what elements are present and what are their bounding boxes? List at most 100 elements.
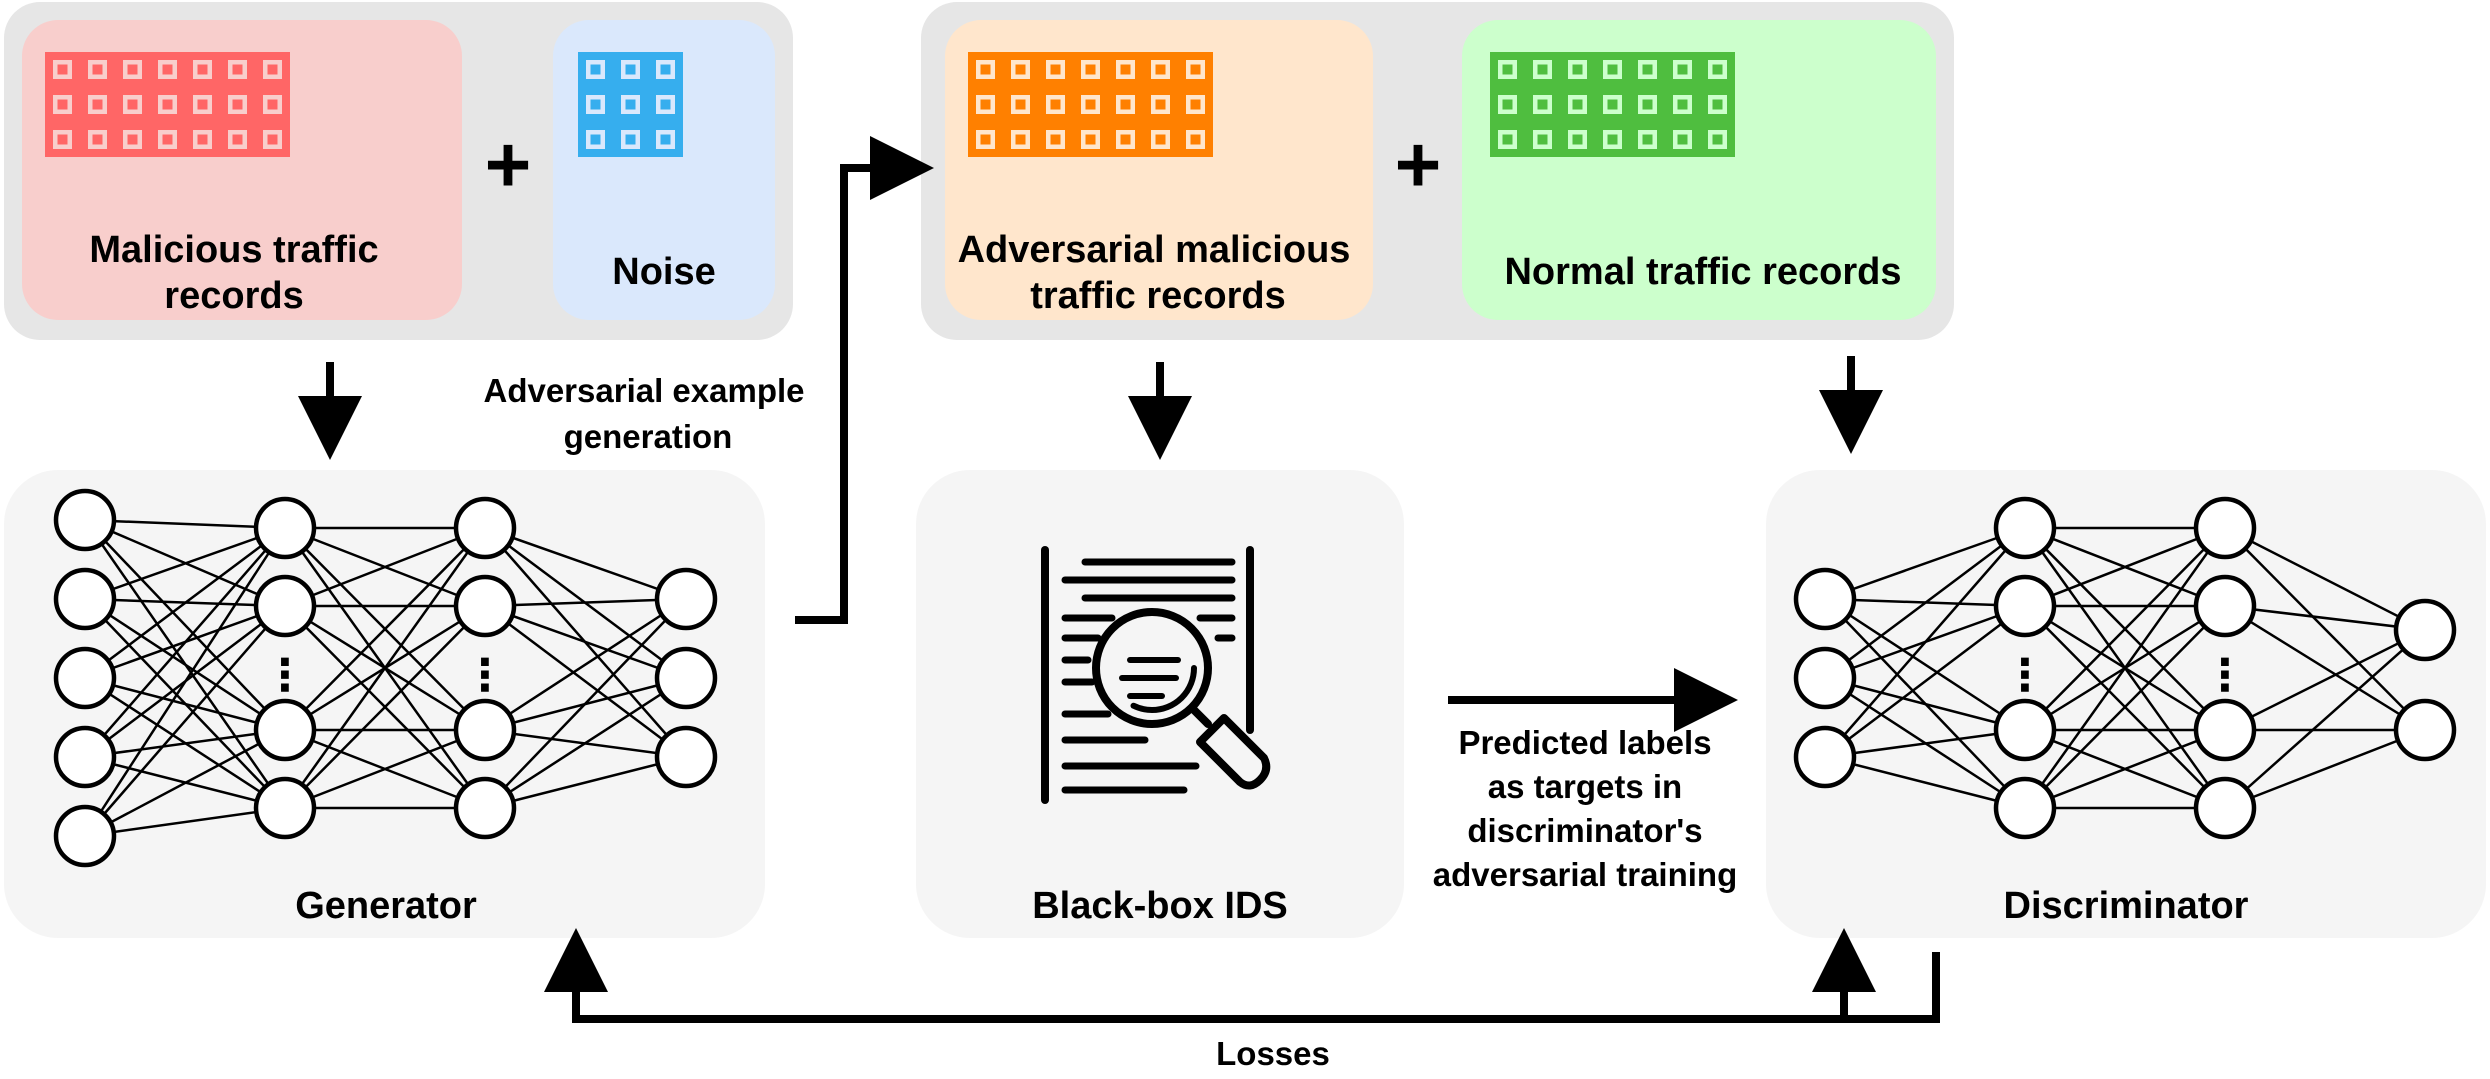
record-cell-inner [1120, 99, 1131, 110]
record-cell [613, 52, 648, 87]
network-node [1793, 725, 1857, 789]
record-cell-inner [162, 64, 173, 75]
record-cell [115, 122, 150, 157]
record-cell-inner [1120, 64, 1131, 75]
record-cell-inner [57, 64, 68, 75]
predicted-annotation-line2: as targets in [1488, 768, 1682, 805]
network-node [453, 776, 517, 840]
record-cell [185, 52, 220, 87]
record-cell-inner [1085, 64, 1096, 75]
network-node [53, 567, 117, 631]
record-cell-inner [57, 99, 68, 110]
network-node [654, 567, 718, 631]
hidden-ellipsis: ⋮ [2203, 651, 2247, 700]
normal-records-grid [1490, 52, 1735, 157]
record-cell-inner [267, 64, 278, 75]
network-edge [484, 598, 687, 809]
network-node [253, 496, 317, 560]
record-cell-inner [1155, 134, 1166, 145]
network-node [253, 698, 317, 762]
record-cell-inner [92, 134, 103, 145]
record-cell [1595, 52, 1630, 87]
record-cell-inner [1572, 64, 1583, 75]
network-node [1993, 698, 2057, 762]
record-cell-inner [1677, 64, 1688, 75]
network-edge [1824, 676, 2026, 732]
record-cell-inner [590, 99, 601, 110]
record-cell-inner [1502, 64, 1513, 75]
network-edge [84, 676, 286, 732]
network-edge [484, 597, 687, 732]
arrow-losses [544, 928, 1940, 1023]
record-cell [1178, 87, 1213, 122]
record-cell-inner [1712, 99, 1723, 110]
network-node [2393, 598, 2457, 662]
network-edge [1824, 597, 2026, 732]
record-cell [1003, 87, 1038, 122]
record-cell-inner [127, 134, 138, 145]
network-node [453, 574, 517, 638]
normal-label: Normal traffic records [1504, 251, 1901, 293]
network-node [2193, 776, 2257, 840]
adversarial-label-line1: Adversarial malicious [958, 229, 1351, 271]
network-node [253, 776, 317, 840]
network-edge [2024, 605, 2226, 809]
record-cell-inner [232, 64, 243, 75]
network-node [1993, 496, 2057, 560]
predicted-annotation-line3: discriminator's [1467, 812, 1702, 849]
network-node [453, 496, 517, 560]
record-cell-inner [1537, 99, 1548, 110]
malicious-label-line2: records [164, 275, 303, 317]
network-edge [83, 527, 287, 837]
record-cell-inner [1190, 134, 1201, 145]
record-cell [613, 87, 648, 122]
record-cell [1003, 52, 1038, 87]
network-node [53, 725, 117, 789]
record-cell-inner [625, 64, 636, 75]
record-cell [968, 52, 1003, 87]
network-edge [2224, 526, 2426, 632]
record-cell-inner [1607, 99, 1618, 110]
network-edge [2024, 527, 2226, 731]
record-cell-inner [590, 64, 601, 75]
network-edge [84, 597, 286, 732]
record-cell-inner [197, 99, 208, 110]
generator-panel [4, 470, 765, 938]
record-cell [115, 87, 150, 122]
record-cell [1108, 52, 1143, 87]
network-edge [1824, 526, 2026, 601]
record-cell-inner [127, 64, 138, 75]
record-cell-inner [1537, 64, 1548, 75]
network-node [2393, 698, 2457, 762]
record-cell-inner [590, 134, 601, 145]
record-cell-inner [1085, 134, 1096, 145]
record-cell-inner [980, 134, 991, 145]
network-node [53, 804, 117, 868]
network-node [654, 646, 718, 710]
noise-label: Noise [612, 251, 715, 293]
record-cell-inner [625, 99, 636, 110]
record-cell [1700, 122, 1735, 157]
record-cell-inner [660, 64, 671, 75]
record-cell [1630, 87, 1665, 122]
record-cell-inner [197, 64, 208, 75]
network-node [2193, 496, 2257, 560]
plus-sign-output: + [1395, 120, 1442, 209]
network-edge [2224, 527, 2426, 731]
record-cell [578, 87, 613, 122]
network-node [53, 488, 117, 552]
network-node [2193, 698, 2257, 762]
document-search-icon [1041, 546, 1271, 804]
network-edge [1824, 527, 2026, 679]
network-edge [84, 519, 286, 731]
network-edge [84, 518, 286, 530]
record-cell-inner [1642, 64, 1653, 75]
record-cell-inner [1712, 64, 1723, 75]
record-cell-inner [267, 134, 278, 145]
record-cell [255, 122, 290, 157]
record-cell [613, 122, 648, 157]
hidden-ellipsis: ⋮ [263, 651, 307, 700]
hidden-ellipsis: ⋮ [463, 651, 507, 700]
record-cell-inner [980, 64, 991, 75]
network-edge [2224, 628, 2426, 732]
